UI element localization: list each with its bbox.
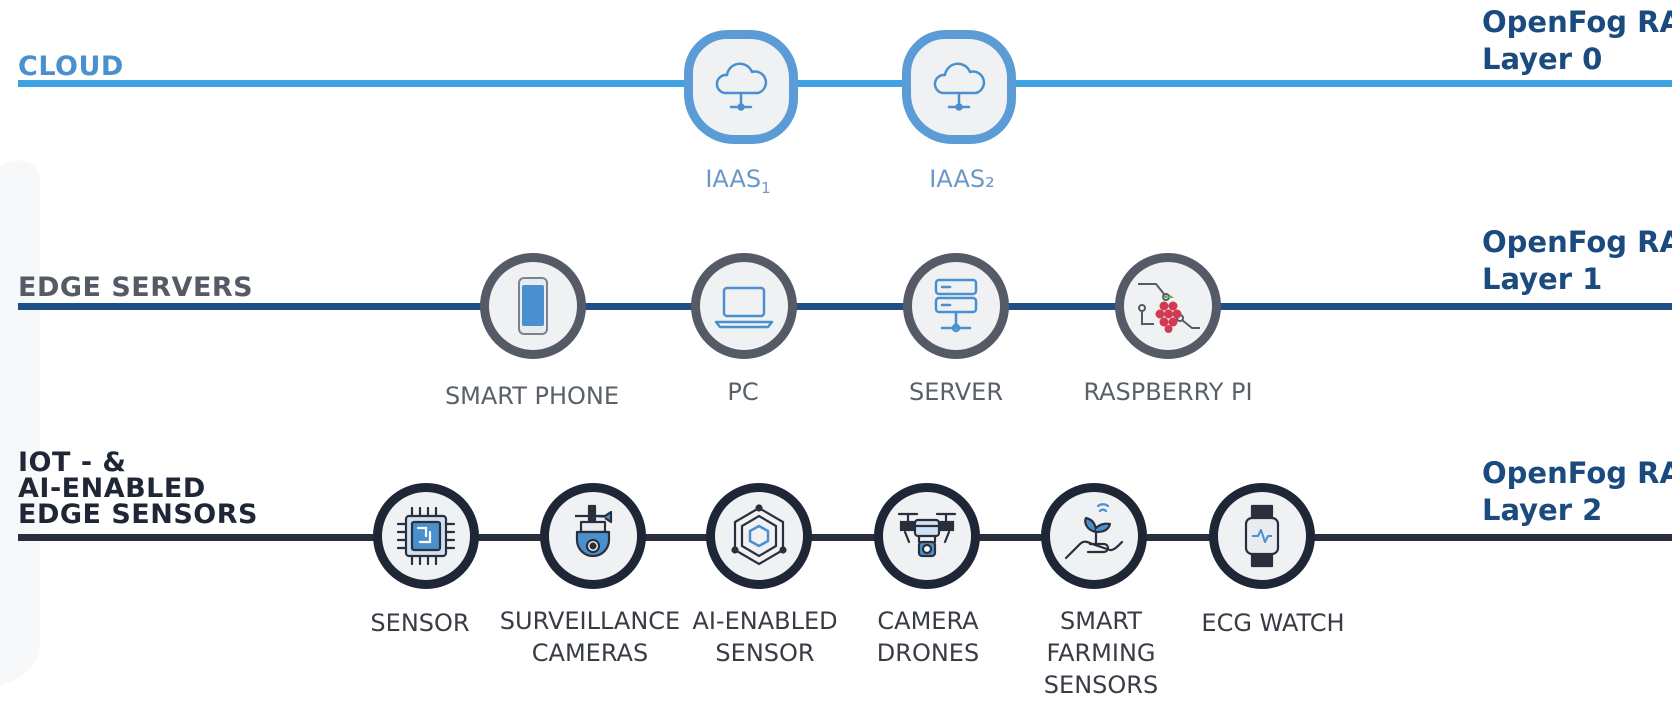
- iaas2-node: [902, 30, 1016, 144]
- plant-hand-icon: [1064, 503, 1124, 560]
- smartwatch-icon: [1244, 504, 1280, 568]
- iot-layer-line: [18, 534, 1672, 541]
- ecg-watch-node: [1209, 483, 1315, 589]
- camera-drones-node: [874, 483, 980, 589]
- iaas2-caption: IAAS₂: [929, 165, 995, 193]
- raspberry-pi-node: [1115, 253, 1221, 359]
- pc-node: [691, 253, 797, 359]
- surveillance-cameras-caption: SURVEILLANCE CAMERAS: [499, 607, 681, 667]
- camera-drones-caption: CAMERA DRONES: [876, 607, 980, 667]
- server-icon: [934, 278, 978, 333]
- iaas1-caption: IAAS1: [705, 165, 771, 197]
- iaas1-node: [684, 30, 798, 144]
- surveillance-cameras-node: [540, 483, 646, 589]
- pc-caption: PC: [727, 378, 759, 406]
- sensor-caption: SENSOR: [370, 609, 470, 637]
- ra-layer1-label: OpenFog RA Layer 1: [1482, 225, 1672, 296]
- edge-layer-line: [18, 303, 1672, 310]
- chip-icon: [396, 506, 456, 566]
- cloud-layer-label: CLOUD: [18, 51, 124, 82]
- cloud-layer-line: [18, 80, 1672, 87]
- server-node: [903, 253, 1009, 359]
- cloud-icon: [715, 62, 768, 111]
- laptop-icon: [714, 286, 774, 329]
- ai-enabled-sensor-node: [706, 483, 812, 589]
- sensor-node: [373, 483, 479, 589]
- drone-icon: [897, 512, 957, 558]
- edge-layer-label: EDGE SERVERS: [18, 272, 254, 303]
- ra-layer2-label: OpenFog RA Layer 2: [1482, 456, 1672, 527]
- ai-enabled-sensor-caption: AI-ENABLED SENSOR: [692, 607, 838, 667]
- raspberry-pi-caption: RASPBERRY PI: [1083, 378, 1253, 406]
- ai-hexagon-icon: [731, 504, 787, 566]
- security-camera-icon: [575, 504, 613, 558]
- server-caption: SERVER: [908, 378, 1004, 406]
- iot-layer-label: IOT - & AI-ENABLED EDGE SENSORS: [18, 447, 258, 530]
- smart-farming-sensors-caption: SMART FARMING SENSORS: [1043, 607, 1159, 699]
- smartphone-icon: [518, 277, 548, 335]
- smart-phone-node: [480, 253, 586, 359]
- smart-farming-sensors-node: [1041, 483, 1147, 589]
- background-shape: [0, 152, 40, 728]
- smart-phone-caption: SMART PHONE: [444, 382, 620, 410]
- raspberry-pi-icon: [1138, 283, 1200, 333]
- ra-layer0-label: OpenFog RA Layer 0: [1482, 5, 1672, 76]
- cloud-icon: [933, 62, 986, 111]
- ecg-watch-caption: ECG WATCH: [1201, 609, 1345, 637]
